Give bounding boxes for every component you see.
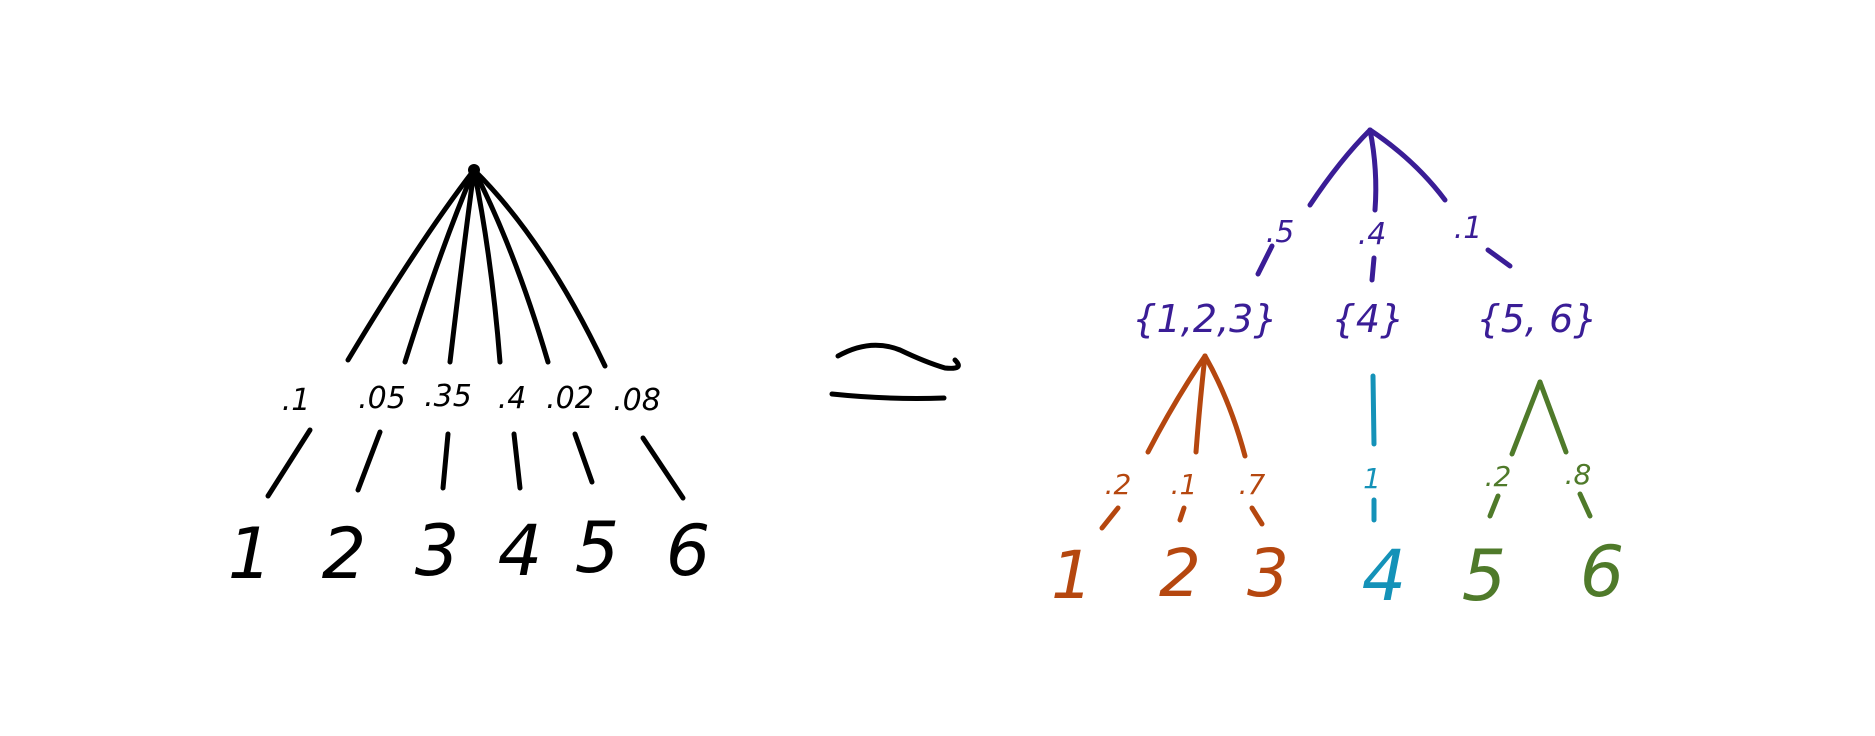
nested-g1-prob-2: .1 — [1171, 468, 1198, 501]
nested-tree: .5 .4 .1 {1,2,3} {4} {5, 6} .2 .1 .7 — [1051, 127, 1625, 617]
flat-branch-upper-5 — [471, 167, 551, 365]
nested-g1-outcome-1: 1 — [1051, 537, 1093, 614]
flat-outcome-4: 4 — [498, 510, 543, 592]
flat-tree-outcomes: 1 2 3 4 5 6 — [228, 507, 711, 595]
nested-g1-branch-1-upper — [1145, 353, 1208, 455]
nested-group1-outcomes: 1 2 3 — [1051, 535, 1289, 614]
flat-tree-upper-branches — [345, 167, 608, 369]
nested-g1-branch-2-upper — [1193, 353, 1208, 455]
nested-group-labels: {1,2,3} {4} {5, 6} — [1132, 297, 1597, 341]
flat-branch-lower-5 — [572, 431, 595, 485]
nested-g1-branch-3-upper — [1202, 353, 1248, 459]
nested-group3-subtree: .2 .8 5 6 — [1462, 379, 1625, 617]
nested-g3-branch-2-upper — [1537, 379, 1569, 455]
nested-group1-probabilities: .2 .1 .7 — [1105, 468, 1266, 501]
nested-g2-branch-upper — [1370, 373, 1377, 447]
flat-branch-lower-1 — [265, 427, 313, 499]
flat-branch-upper-6 — [471, 167, 608, 369]
nested-top-prob-3: .1 — [1454, 211, 1483, 246]
nested-g2-prob-1: 1 — [1363, 462, 1381, 495]
nested-g2-outcome-1: 4 — [1362, 535, 1407, 617]
nested-group2-branches — [1370, 373, 1377, 523]
nested-group-1: {1,2,3} — [1132, 297, 1277, 341]
nested-g1-prob-1: .2 — [1105, 468, 1132, 501]
equivalence-line-stroke — [829, 391, 947, 401]
nested-group3-outcomes: 5 6 — [1462, 531, 1625, 617]
nested-g3-branch-1-upper — [1509, 379, 1543, 457]
nested-g3-branch-2-lower — [1577, 491, 1593, 519]
nested-g3-prob-2: .8 — [1565, 458, 1592, 491]
nested-group-2: {4} — [1332, 297, 1405, 341]
nested-top-branch-2-upper — [1367, 127, 1379, 213]
flat-prob-6: .08 — [613, 383, 661, 418]
nested-g3-outcome-2: 6 — [1580, 531, 1625, 613]
flat-prob-5: .02 — [546, 381, 594, 416]
nested-top-branches — [1255, 127, 1513, 283]
flat-tree-lower-branches — [265, 427, 686, 501]
nested-g3-branch-1-lower — [1487, 493, 1501, 519]
nested-g3-prob-1: .2 — [1485, 460, 1512, 493]
nested-top-branch-2-lower — [1369, 255, 1377, 283]
nested-group3-branches — [1487, 379, 1593, 519]
flat-tree-probabilities: .1 .05 .35 .4 .02 .08 — [282, 379, 661, 418]
flat-branch-upper-3 — [447, 167, 477, 365]
nested-top-branch-1-upper — [1307, 127, 1373, 208]
nested-g1-outcome-2: 2 — [1159, 535, 1201, 612]
flat-outcome-1: 1 — [228, 513, 273, 595]
flat-branch-upper-4 — [471, 167, 503, 365]
nested-g1-outcome-3: 3 — [1247, 535, 1289, 612]
flat-outcome-3: 3 — [415, 510, 460, 592]
nested-group-3: {5, 6} — [1477, 297, 1598, 341]
flat-prob-3: .35 — [424, 379, 472, 414]
nested-group3-probabilities: .2 .8 — [1485, 458, 1592, 493]
nested-g1-branch-2-lower — [1177, 505, 1187, 523]
equivalence-symbol — [829, 342, 961, 401]
flat-prob-1: .1 — [282, 383, 311, 418]
flat-outcome-2: 2 — [322, 513, 367, 595]
nested-top-branch-3-lower — [1485, 247, 1513, 269]
nested-group2-subtree: 1 4 — [1362, 373, 1407, 617]
flat-branch-lower-4 — [511, 431, 523, 491]
flat-tree: .1 .05 .35 .4 .02 .08 1 2 3 4 5 6 — [228, 164, 711, 595]
nested-top-probabilities: .5 .4 .1 — [1266, 211, 1483, 252]
flat-branch-lower-6 — [640, 435, 686, 501]
nested-top-prob-1: .5 — [1266, 215, 1295, 250]
flat-branch-upper-2 — [402, 167, 477, 365]
equivalence-wave-stroke — [835, 342, 961, 371]
nested-group2-probabilities: 1 — [1363, 462, 1381, 495]
nested-g1-branch-3-lower — [1249, 505, 1265, 527]
flat-outcome-6: 6 — [666, 510, 711, 592]
nested-group1-branches — [1099, 353, 1265, 531]
nested-group2-outcomes: 4 — [1362, 535, 1407, 617]
flat-branch-lower-2 — [355, 429, 383, 493]
nested-g1-branch-1-lower — [1099, 505, 1121, 531]
flat-branch-lower-3 — [440, 431, 451, 491]
flat-root-node — [468, 164, 480, 176]
flat-branch-upper-1 — [345, 167, 477, 363]
nested-g1-prob-3: .7 — [1239, 468, 1266, 501]
flat-outcome-5: 5 — [575, 507, 620, 589]
flat-prob-2: .05 — [358, 381, 406, 416]
nested-top-branch-1-lower — [1255, 243, 1275, 277]
nested-g3-outcome-1: 5 — [1462, 535, 1507, 617]
equivalence-symbol-text: ≃ — [0, 0, 1, 1]
flat-prob-4: .4 — [498, 381, 527, 416]
nested-top-prob-2: .4 — [1358, 217, 1387, 252]
nested-top-branch-3-upper — [1367, 127, 1448, 203]
nested-group1-subtree: .2 .1 .7 1 2 3 — [1051, 353, 1289, 614]
